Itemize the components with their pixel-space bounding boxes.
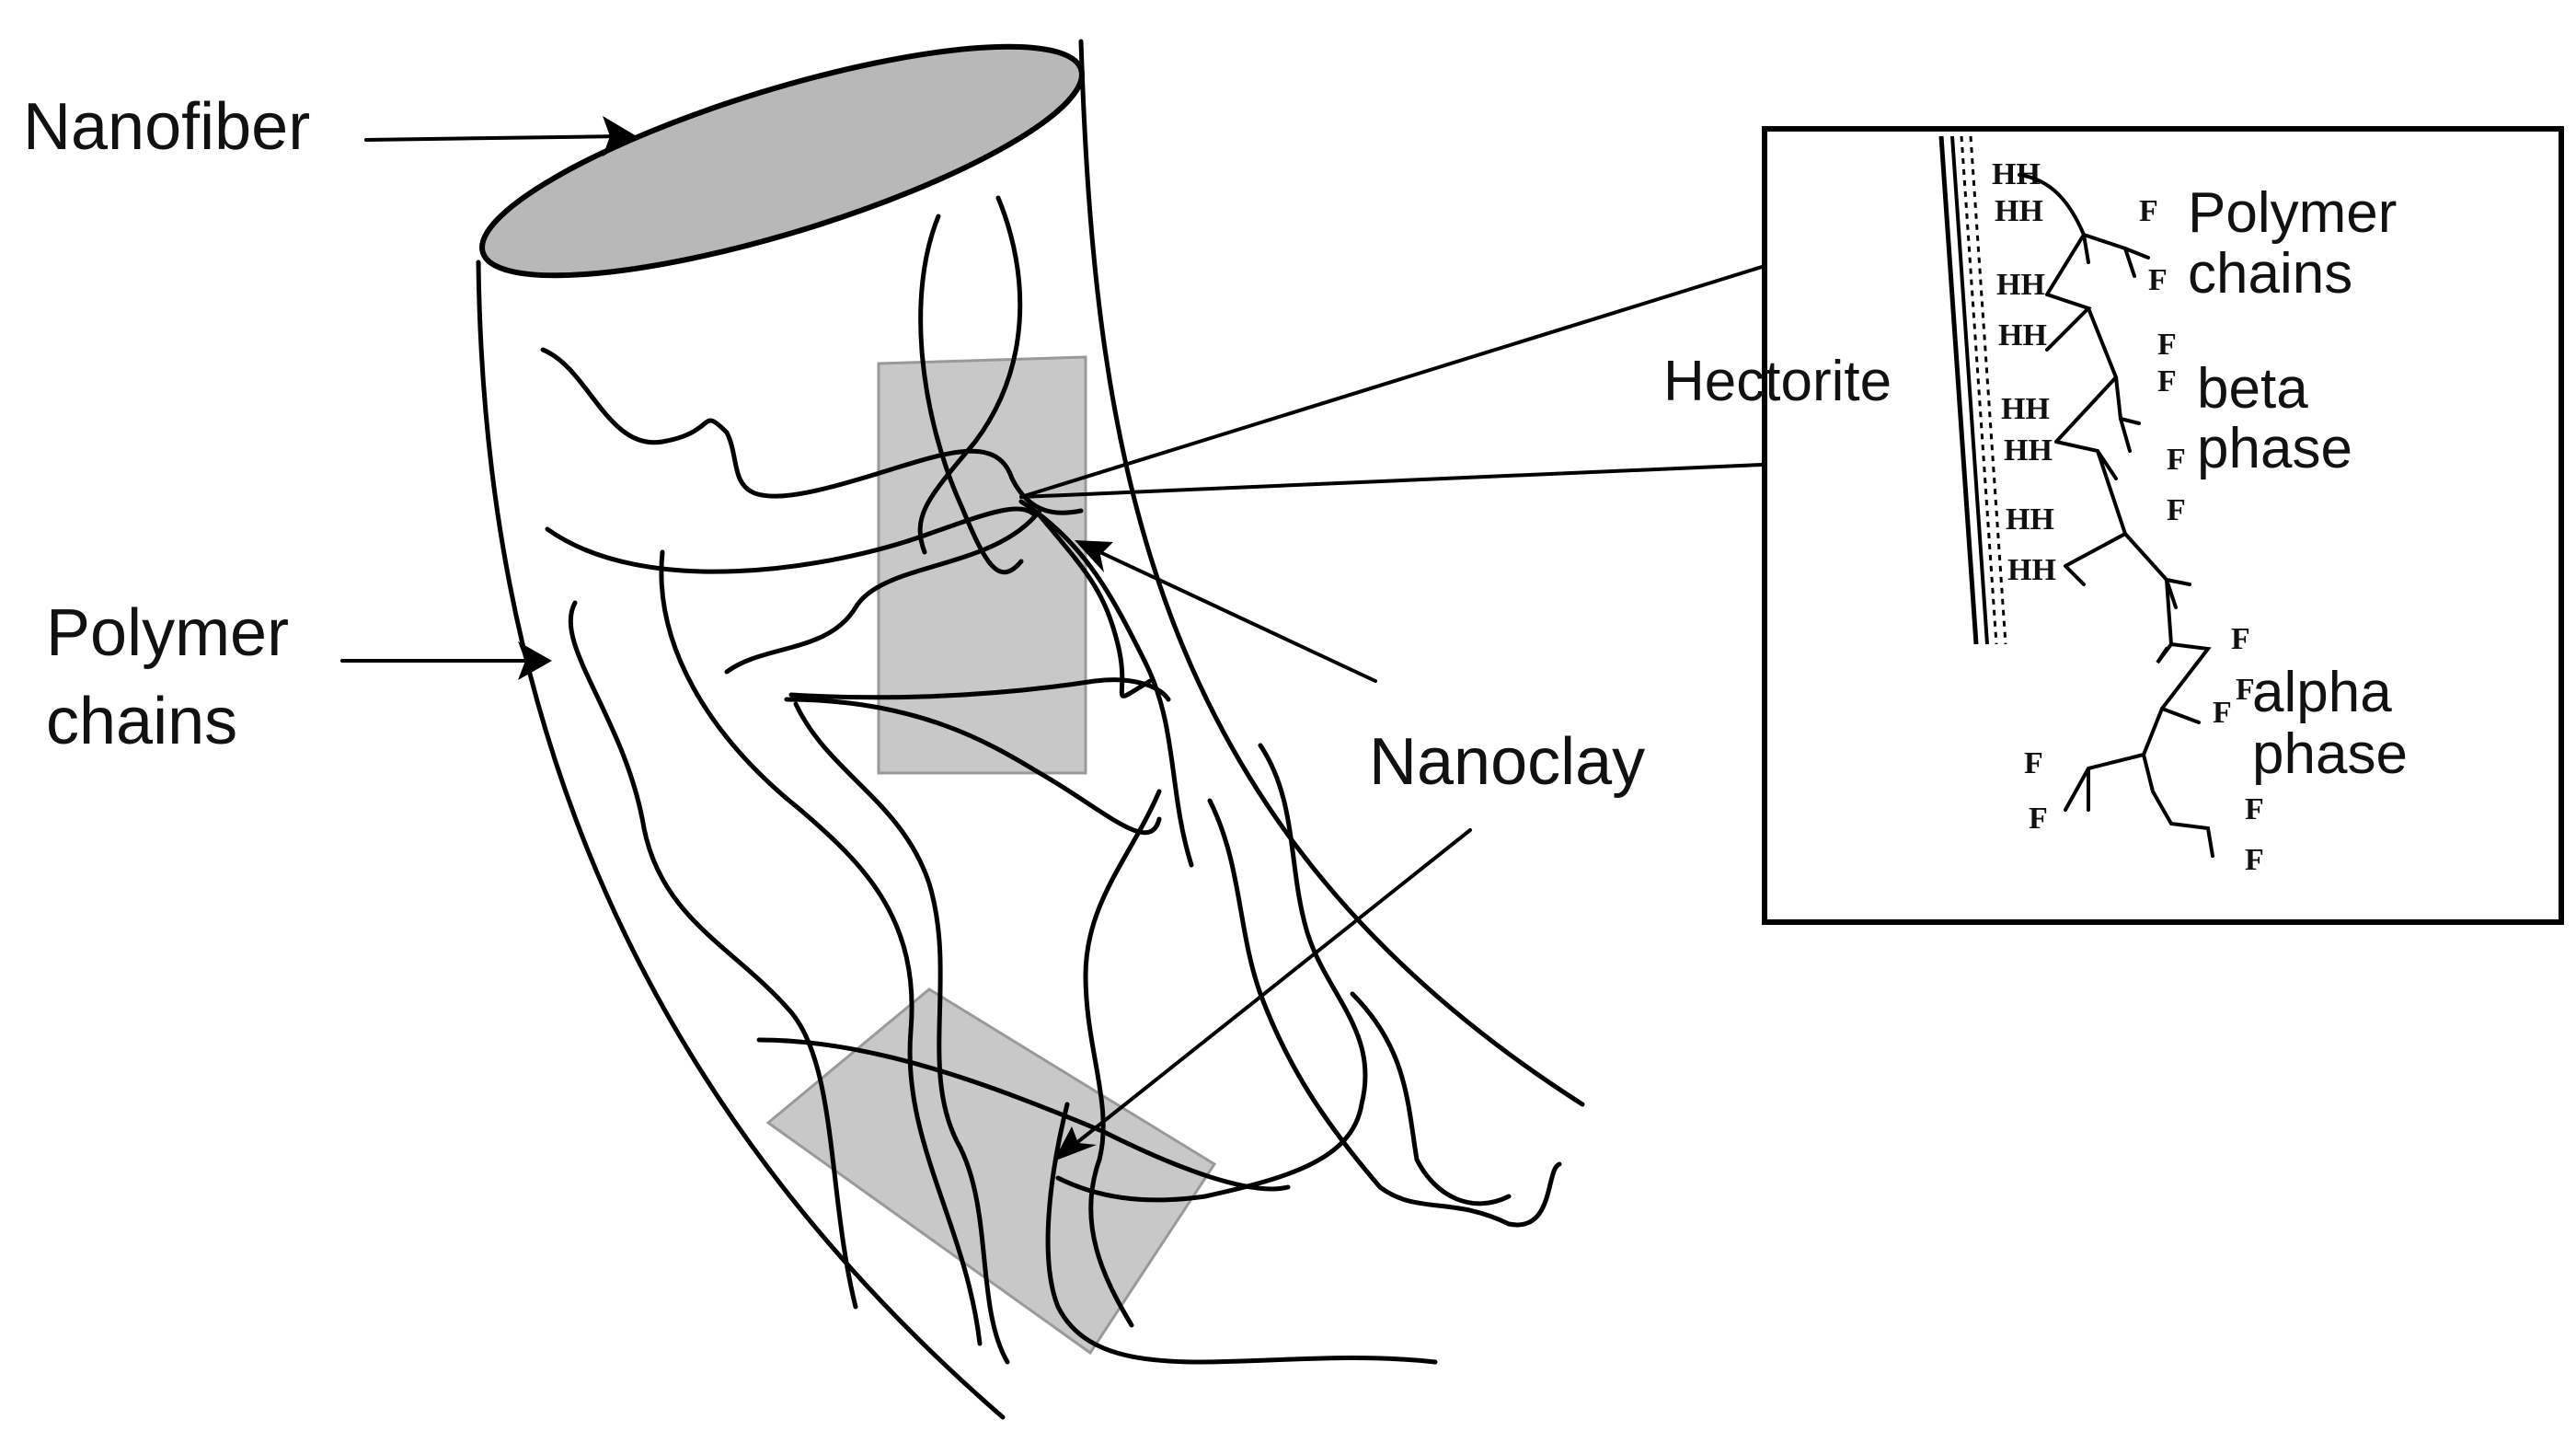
- polymer-chain: [1037, 513, 1153, 698]
- polymer-chain: [756, 1037, 1291, 1192]
- zoom-line-lower: [1019, 463, 1764, 499]
- hydrogen-atom-label: HH: [1998, 318, 2047, 352]
- nanofiber-arrowhead: [603, 116, 637, 156]
- polymer-chain: [1018, 499, 1194, 868]
- polymer-chains-label-line2: chains: [46, 685, 237, 758]
- fluorine-atom-label: F: [2213, 696, 2232, 730]
- polymer-chain: [659, 549, 983, 1346]
- polymer-chain: [788, 677, 1171, 702]
- inset-polymer-chains-label-line1: Polymer: [2188, 181, 2397, 245]
- zoom-line-upper: [1019, 265, 1764, 499]
- polymer-chain: [1045, 1102, 1438, 1365]
- polymer-chains-label-line1: Polymer: [46, 596, 289, 670]
- fiber-polymer-chains: [540, 195, 1562, 1365]
- hydrogen-atom-label: HH: [2006, 502, 2054, 537]
- nanoclay-arrowhead-upper: [1075, 540, 1113, 572]
- fluorine-atom-label: F: [2167, 443, 2186, 477]
- fluorine-atom-label: F: [2157, 364, 2177, 398]
- polymer-chain: [1083, 789, 1162, 1328]
- nanofiber-arrow: [364, 134, 623, 142]
- nanofiber: [476, 39, 1585, 1420]
- fluorine-atom-label: F: [2231, 622, 2250, 656]
- polymer-chain: [1055, 743, 1368, 1203]
- nanoclay-leader-upper: [1088, 546, 1377, 683]
- inset-polymer-chains-label-line2: chains: [2188, 242, 2352, 306]
- nanofiber-end-face: [479, 43, 1085, 279]
- nanoclay-sheets: [765, 355, 1217, 1356]
- fluorine-atom-label: F: [2245, 792, 2264, 826]
- beta-phase-label-line2: phase: [2197, 417, 2352, 480]
- fluorine-atom-label: F: [2139, 194, 2158, 228]
- hydrogen-atom-label: HH: [1995, 194, 2043, 228]
- nanofiber-right-edge: [1078, 39, 1585, 1107]
- fluorine-atom-label: F: [2236, 673, 2255, 707]
- polymer-chain: [540, 347, 1084, 515]
- fluorine-atom-label: F: [2024, 746, 2043, 780]
- polymer-chain: [724, 508, 1042, 675]
- polymer-chain: [1350, 991, 1512, 1206]
- inset-border: [1762, 126, 2564, 925]
- nanoclay-label: Nanoclay: [1369, 725, 1645, 799]
- polymer-chains-arrowhead: [518, 641, 552, 680]
- hydrogen-atom-label: HH: [2004, 433, 2053, 468]
- callouts: [340, 116, 1764, 1161]
- nanofiber-left-edge: [476, 260, 1006, 1420]
- polymer-chain: [545, 506, 1038, 574]
- clay-sheet-upper: [877, 355, 1087, 775]
- alpha-phase-label-line1: alpha: [2252, 661, 2392, 724]
- polymer-chain: [917, 195, 1023, 555]
- nanofiber-label: Nanofiber: [23, 90, 310, 164]
- fluorine-atom-label: F: [2245, 843, 2264, 877]
- polymer-chain: [793, 701, 1010, 1365]
- alpha-phase-label-line2: phase: [2252, 722, 2408, 786]
- polymer-chain: [1207, 798, 1562, 1228]
- hectorite-layer: [1938, 135, 2007, 645]
- nanoclay-arrowhead-lower: [1053, 1126, 1097, 1161]
- nanoclay-leader-lower: [1065, 828, 1472, 1152]
- fluorine-atom-label: F: [2029, 802, 2048, 836]
- polymer-chain: [918, 214, 1024, 575]
- polymer-chain: [568, 600, 858, 1310]
- fluorine-atom-label: F: [2148, 263, 2168, 297]
- fluorine-atom-label: F: [2167, 493, 2186, 527]
- hectorite-label: Hectorite: [1663, 350, 1892, 413]
- hydrogen-atom-label: HH: [1996, 268, 2045, 302]
- hydrogen-atom-label: HH: [2007, 553, 2056, 587]
- fluorine-atom-label: F: [2157, 328, 2177, 362]
- hydrogen-atom-label: HH: [1992, 157, 2041, 191]
- beta-phase-label-line1: beta: [2197, 357, 2308, 421]
- inset-polymer-backbone: [2018, 173, 2214, 858]
- hydrogen-atom-label: HH: [2001, 392, 2050, 426]
- polymer-chain: [784, 697, 1162, 836]
